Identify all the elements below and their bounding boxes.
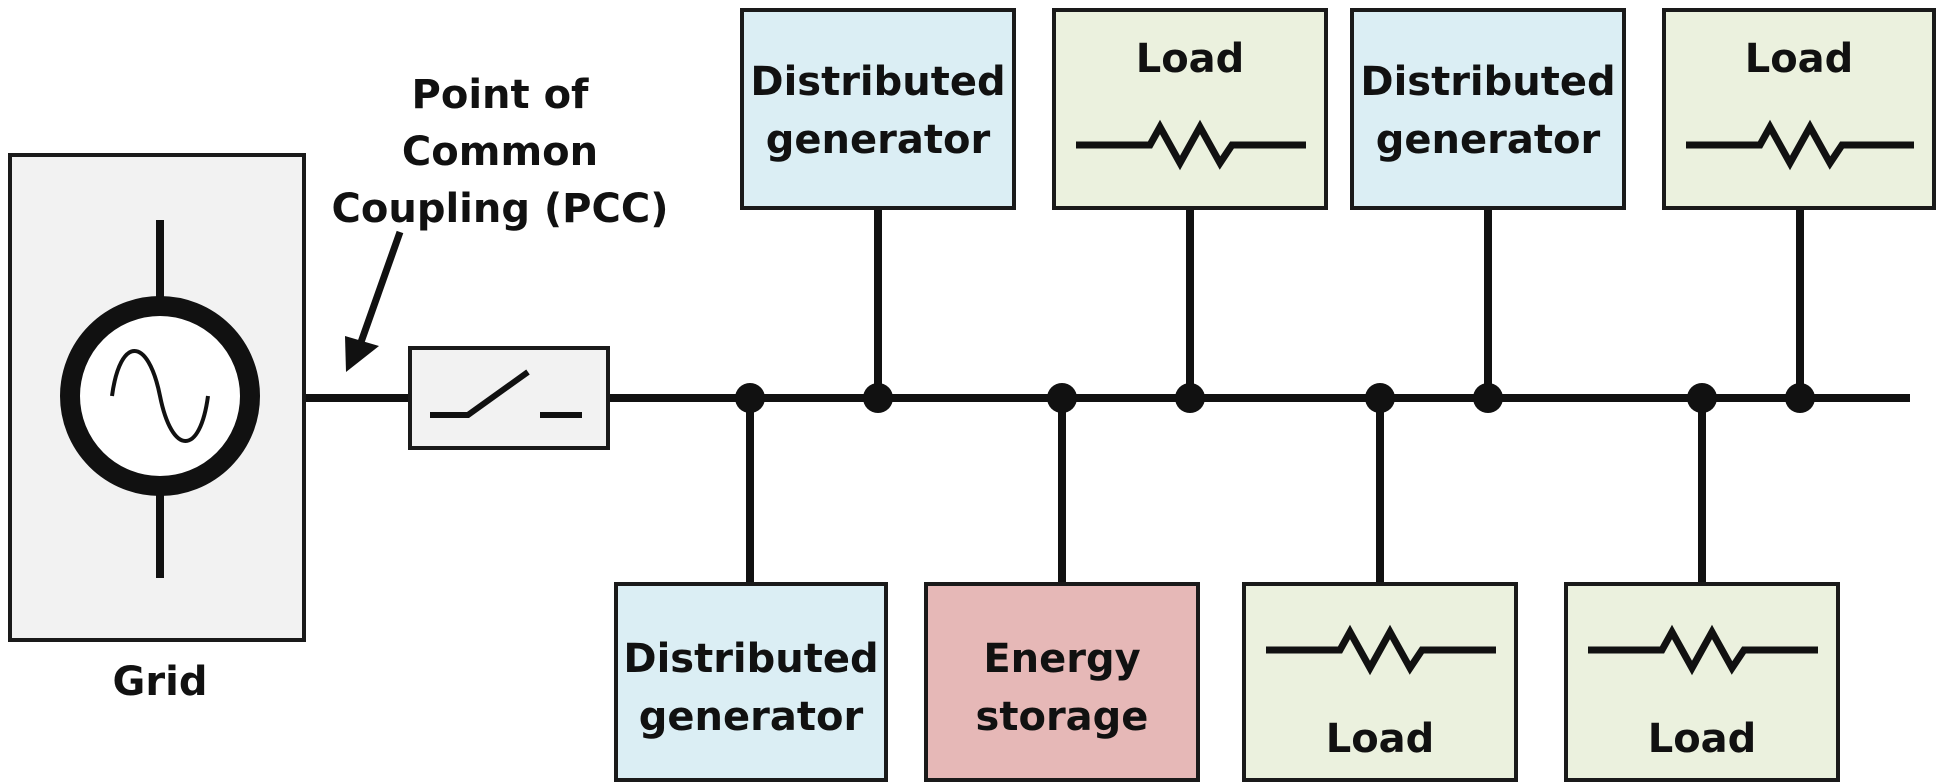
component-box <box>1242 582 1518 782</box>
pcc-arrow-shaft <box>356 230 404 347</box>
component-box <box>740 8 1016 210</box>
component-label-line-1: Distributed <box>1360 59 1615 105</box>
load-bottom-1: Load <box>1242 582 1518 782</box>
switch-icon <box>430 369 582 418</box>
pcc-label-line-1: Point of <box>412 72 590 118</box>
component-label-line-1: Energy <box>983 636 1140 682</box>
component-label-line-1: Distributed <box>623 636 878 682</box>
junction-dot <box>735 383 765 413</box>
pcc-arrow-head-icon <box>345 336 379 372</box>
junction-dot <box>1473 383 1503 413</box>
component-label-line-2: generator <box>766 117 991 163</box>
energy-storage: Energy storage <box>924 582 1200 782</box>
distributed-generator-top-1: Distributed generator <box>740 8 1016 210</box>
resistor-icon <box>1588 624 1818 676</box>
pcc-switch <box>408 346 610 450</box>
sine-wave-icon <box>110 349 210 443</box>
component-box <box>1350 8 1626 210</box>
component-label: Load <box>1326 716 1435 762</box>
resistor-icon <box>1076 119 1306 171</box>
component-label: Load <box>1136 36 1245 82</box>
component-label-line-2: storage <box>976 694 1149 740</box>
component-label: Load <box>1745 36 1854 82</box>
junction-dot <box>1785 383 1815 413</box>
component-label-line-2: generator <box>639 694 864 740</box>
component-label: Load <box>1648 716 1757 762</box>
pcc-annotation: Point of Common Coupling (PCC) <box>332 72 669 372</box>
load-bottom-2: Load <box>1564 582 1840 782</box>
pcc-label-line-3: Coupling (PCC) <box>332 186 669 232</box>
junction-dot <box>1047 383 1077 413</box>
switch-box <box>408 346 610 450</box>
junction-dot <box>1687 383 1717 413</box>
component-box <box>1052 8 1328 210</box>
load-top-2: Load <box>1662 8 1936 210</box>
component-label-line-1: Distributed <box>750 59 1005 105</box>
junction-dot <box>1175 383 1205 413</box>
distributed-generator-bottom: Distributed generator <box>614 582 888 782</box>
junction-dots <box>735 383 1815 413</box>
distributed-generator-top-2: Distributed generator <box>1350 8 1626 210</box>
resistor-icon <box>1266 624 1496 676</box>
component-box <box>614 582 888 782</box>
component-box <box>1662 8 1936 210</box>
component-box <box>1564 582 1840 782</box>
grid-label: Grid <box>113 659 208 705</box>
component-box <box>924 582 1200 782</box>
pcc-label-line-2: Common <box>402 129 598 175</box>
junction-dot <box>1365 383 1395 413</box>
resistor-icon <box>1686 119 1914 171</box>
junction-dot <box>863 383 893 413</box>
load-top-1: Load <box>1052 8 1328 210</box>
component-label-line-2: generator <box>1376 117 1601 163</box>
grid-source: Grid <box>8 153 306 705</box>
